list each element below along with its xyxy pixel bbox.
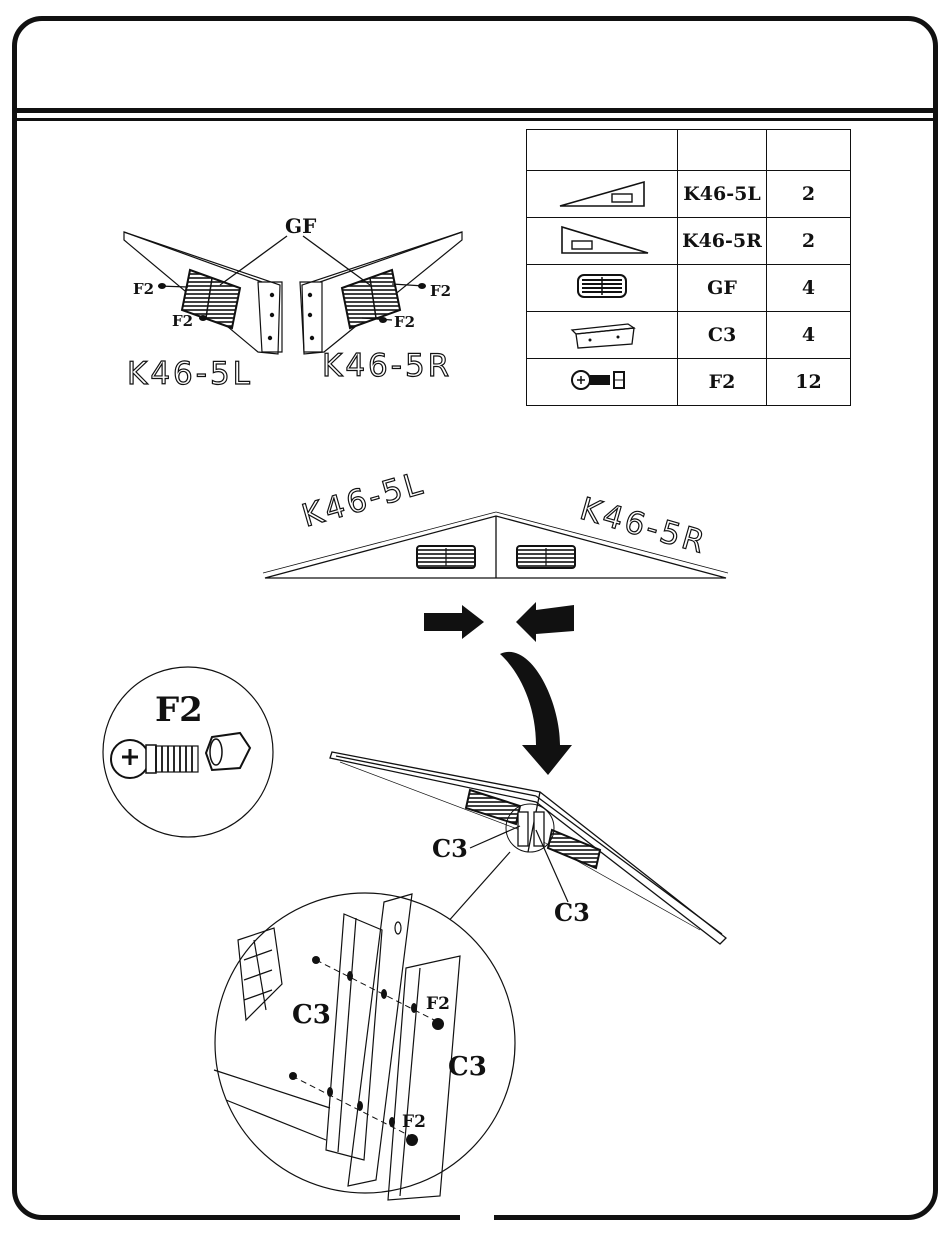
detail-f2-label: F2 — [426, 994, 450, 1014]
right-panel-label: K46-5R — [322, 348, 452, 384]
callout-gf: GF — [285, 214, 316, 238]
step1-right-grille — [342, 270, 400, 328]
bracket-detail-circle — [214, 893, 515, 1200]
callout-c3-left: C3 — [432, 834, 468, 863]
arrow-right-icon — [424, 605, 484, 639]
arrow-left-icon — [516, 602, 574, 642]
callout-f2: F2 — [430, 282, 451, 300]
callout-f2: F2 — [133, 280, 154, 298]
footer-gap — [460, 1212, 494, 1226]
curved-arrow-down-icon — [500, 652, 572, 775]
left-panel-label: K46-5L — [127, 356, 253, 392]
detail-c3-label: C3 — [292, 1000, 331, 1030]
detail-c3-label: C3 — [448, 1052, 487, 1082]
callout-f2: F2 — [394, 313, 415, 331]
step3-brackets — [518, 812, 544, 846]
callout-f2: F2 — [172, 312, 193, 330]
detail-f2-label: F2 — [402, 1112, 426, 1132]
callout-c3-right: C3 — [554, 898, 590, 927]
f2-detail-label: F2 — [155, 690, 203, 730]
